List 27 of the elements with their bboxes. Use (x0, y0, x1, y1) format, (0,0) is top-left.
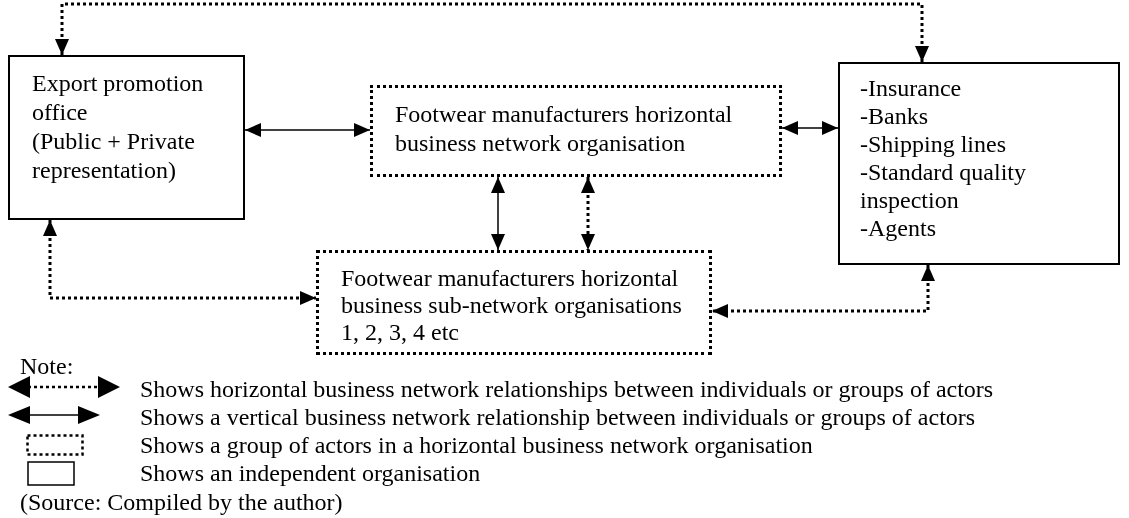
legend-text: Shows horizontal business network relationships between individuals or groups of actors (140, 376, 994, 402)
node-text: -Insurance (860, 74, 963, 102)
dotted-group-box (316, 250, 712, 355)
node-text: Footwear manufacturers horizontal business sub-network organisations (341, 265, 683, 319)
node-text: Export promotion office (32, 69, 205, 127)
node-text: -Shipping lines (860, 130, 1007, 158)
dotted-double-arrow (43, 220, 316, 305)
dotted-double-arrow (712, 265, 935, 318)
source-note: (Source: Compiled by the author) (20, 489, 343, 515)
double-arrow (491, 176, 505, 251)
dotted-double-arrow (581, 177, 595, 250)
node-text: -Standard quality inspection (860, 158, 1027, 214)
legend-text: Shows a vertical business network relationship between individuals or groups of actors (140, 404, 976, 430)
node-text: 1, 2, 3, 4 etc (341, 319, 460, 346)
node-text: -Banks (860, 102, 929, 130)
legend-text: Shows a group of actors in a horizontal business network organisation (140, 432, 813, 458)
double-arrow (244, 123, 371, 137)
dotted-group-box (370, 85, 782, 177)
node-text: Footwear manufacturers horizontal business network organisation (395, 100, 734, 158)
double-arrow (781, 121, 839, 135)
note-heading: Note: (20, 353, 74, 379)
dotted-double-arrow (55, 2, 929, 62)
organisation-box (8, 55, 245, 220)
node-text: (Public + Private representation) (32, 127, 196, 185)
legend-text: Shows an independent organisation (140, 460, 481, 486)
node-text: -Agents (860, 214, 937, 242)
organisation-box (838, 62, 1120, 265)
